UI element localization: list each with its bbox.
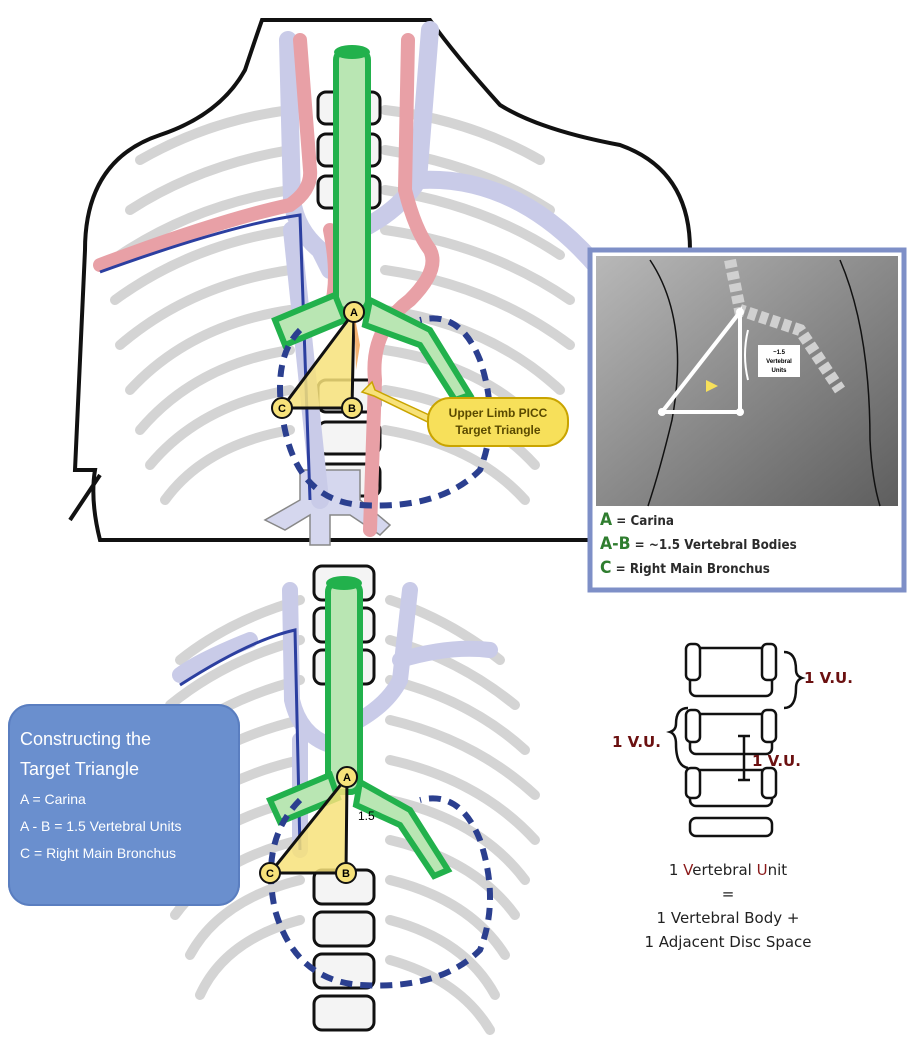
bottom-point-a: A	[337, 767, 357, 787]
xray-legend: A = Carina A-B = ~1.5 Vertebral Bodies C…	[600, 508, 900, 586]
svg-text:C: C	[266, 868, 274, 880]
box-item-carina: A = Carina	[20, 788, 240, 811]
box-item-bronchus: C = Right Main Bronchus	[20, 842, 240, 865]
svg-text:A: A	[350, 307, 358, 319]
distance-label: 1.5	[358, 809, 375, 823]
svg-text:C: C	[278, 403, 286, 415]
bottom-point-c: C	[260, 863, 280, 883]
callout-bubble: Upper Limb PICC Target Triangle	[428, 398, 568, 446]
legend-row-c: C = Right Main Bronchus	[600, 556, 876, 580]
caption-line1: 1 Vertebral Unit	[612, 858, 844, 882]
bottom-point-b: B	[336, 863, 356, 883]
box-item-ab: A - B = 1.5 Vertebral Units	[20, 815, 240, 838]
caption-line2: =	[612, 882, 844, 906]
vu-label-top: 1 V.U.	[804, 669, 853, 687]
svg-text:A: A	[343, 772, 351, 784]
box-title-line2: Target Triangle	[20, 754, 240, 784]
constructing-triangle-box: Constructing the Target Triangle A = Car…	[8, 704, 240, 906]
svg-text:Target Triangle: Target Triangle	[455, 423, 540, 437]
svg-text:~1.5: ~1.5	[773, 350, 786, 356]
vertebral-unit-definition: 1 Vertebral Unit = 1 Vertebral Body + 1 …	[612, 858, 844, 954]
legend-row-ab: A-B = ~1.5 Vertebral Bodies	[600, 532, 876, 556]
top-point-b: B	[342, 398, 362, 418]
top-point-c: C	[272, 398, 292, 418]
vu-label-left: 1 V.U.	[612, 733, 661, 751]
box-title-line1: Constructing the	[20, 724, 240, 754]
top-trachea	[336, 50, 368, 310]
caption-line3: 1 Vertebral Body +	[612, 906, 844, 930]
vu-label-right: 1 V.U.	[752, 752, 801, 770]
vertebral-unit-sketch	[670, 644, 802, 836]
svg-text:B: B	[342, 868, 350, 880]
caption-line4: 1 Adjacent Disc Space	[612, 930, 844, 954]
svg-text:B: B	[348, 403, 356, 415]
bottom-trachea	[328, 582, 360, 792]
svg-text:Upper Limb PICC: Upper Limb PICC	[449, 406, 548, 420]
top-point-a: A	[344, 302, 364, 322]
svg-text:Units: Units	[772, 368, 788, 374]
svg-text:Vertebral: Vertebral	[766, 359, 792, 365]
legend-row-a: A = Carina	[600, 508, 876, 532]
